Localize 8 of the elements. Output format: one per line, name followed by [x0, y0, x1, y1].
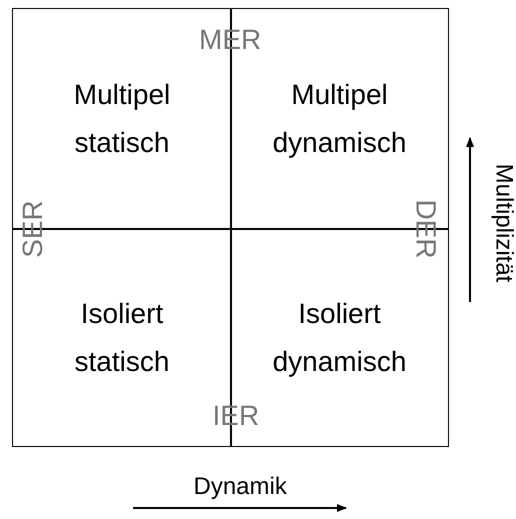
axis-end-label: SER: [18, 200, 48, 258]
axis-title: Multiplizität: [490, 164, 516, 282]
quadrant-label: Isoliert dynamisch: [272, 296, 408, 379]
quadrant-label: Multipel dynamisch: [272, 78, 408, 160]
axis-title: Dynamik: [194, 474, 287, 500]
quadrant-label: Multipel statisch: [72, 78, 172, 160]
axis-end-label: DER: [410, 199, 440, 259]
quadrant-label: Isoliert statisch: [74, 296, 170, 378]
